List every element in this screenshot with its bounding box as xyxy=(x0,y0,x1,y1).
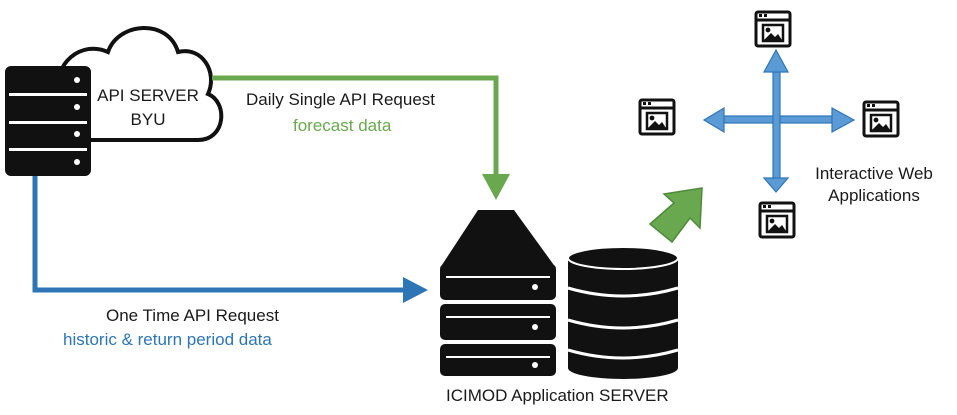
daily-request-title: Daily Single API Request xyxy=(246,90,435,109)
database-icon xyxy=(567,246,679,379)
one-time-request-title: One Time API Request xyxy=(106,306,279,325)
web-app-icon-left xyxy=(638,98,676,136)
icimod-server-icon xyxy=(440,210,556,376)
one-time-request-subtitle: historic & return period data xyxy=(63,330,272,349)
api-server-icon xyxy=(5,66,91,176)
api-server-label: API SERVER BYU xyxy=(97,86,199,129)
daily-request-arrow xyxy=(212,75,510,200)
daily-request-subtitle: forecast data xyxy=(293,116,392,135)
web-app-icon-bottom xyxy=(758,201,796,239)
web-app-icon-right xyxy=(862,100,900,138)
icimod-server-label: ICIMOD Application SERVER xyxy=(446,386,669,405)
cross-arrows xyxy=(702,48,856,193)
output-arrow xyxy=(648,187,703,244)
web-apps-label: Interactive Web Applications xyxy=(815,164,933,205)
one-time-request-arrow xyxy=(32,176,428,303)
web-app-icon-top xyxy=(754,10,792,48)
